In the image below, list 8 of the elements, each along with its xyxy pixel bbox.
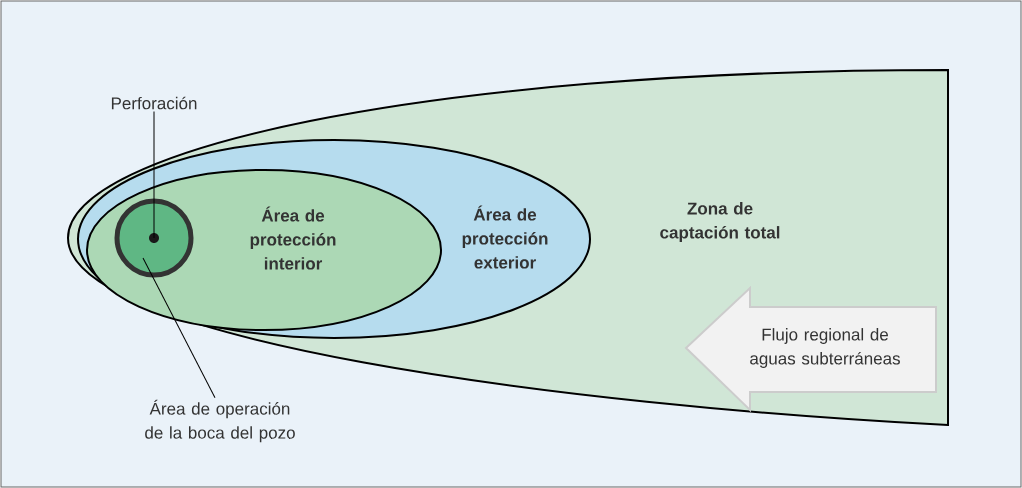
leader-line: [142, 257, 216, 399]
leader-line: [153, 111, 155, 239]
zone-label: Zona de captación total: [660, 202, 780, 242]
caption-text: Área de operación de la boca del pozo: [145, 399, 295, 443]
area-label: Área de protección interior: [250, 206, 336, 270]
area-label: Área de protección exterior: [462, 205, 548, 269]
wellhead-circle: [114, 198, 194, 278]
caption-text: Perforación: [111, 96, 197, 110]
